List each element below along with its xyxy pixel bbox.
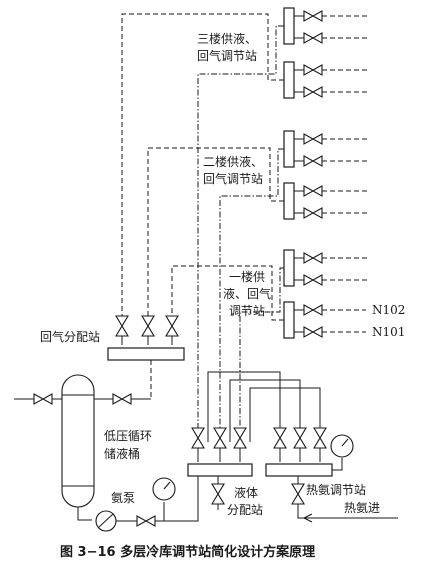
floor-valves [303, 10, 323, 338]
floor-1-station-label-line3: 调节站 [229, 304, 265, 318]
floor-2-supply-header [283, 130, 295, 168]
vessel-label-line1: 低压循环 [104, 429, 152, 443]
return-gas-header [107, 347, 185, 361]
floor-1-station [283, 249, 295, 339]
valve-icon [303, 133, 323, 145]
floor-3-return-header [283, 61, 295, 99]
floor-3-station-label-line1: 三楼供液、 [197, 31, 257, 46]
valve-icon [303, 207, 323, 219]
valve-icon [141, 315, 155, 337]
liquid-station-label-line1: 液体 [234, 485, 258, 500]
valve-icon [136, 515, 156, 527]
return-gas-distribution-station [107, 315, 185, 361]
hot-gas-lines [207, 371, 321, 442]
hot-gas-header [265, 463, 333, 477]
valve-icon [303, 64, 323, 76]
floor-1-return-header [283, 301, 295, 339]
floor-2-return-header [283, 182, 295, 220]
floor-1-station-label-line2: 液、回气 [223, 286, 271, 301]
room-outlet-lines [322, 15, 370, 333]
liquid-distribution-station [187, 427, 253, 510]
ammonia-pump [95, 476, 199, 532]
liquid-supply-lines [197, 25, 284, 440]
return-gas-lines [121, 13, 284, 400]
liquid-station-label-line2: 分配站 [227, 503, 263, 517]
floor-3-station [283, 7, 295, 99]
valve-icon [33, 393, 53, 405]
liquid-header [187, 463, 253, 477]
floor-2-station-label-line2: 回气调节站 [203, 171, 263, 186]
valve-icon [303, 326, 323, 338]
low-pressure-receiver [14, 374, 151, 521]
valve-icon [233, 427, 247, 449]
valve-icon [112, 393, 132, 405]
valve-icon [191, 427, 205, 449]
valve-icon [211, 483, 225, 505]
valve-icon [165, 315, 179, 337]
hot-gas-station [265, 427, 398, 523]
pump-label: 氨泵 [111, 491, 135, 505]
hot-gas-inlet-label: 热氨进 [344, 501, 380, 515]
figure-caption: 图 3−16 多层冷库调节站简化设计方案原理 [60, 544, 315, 560]
vessel-label-line2: 储液桶 [104, 446, 140, 461]
return-header-label: 回气分配站 [40, 329, 100, 344]
valve-icon [313, 427, 327, 449]
floor-2-station [283, 130, 295, 220]
valve-icon [303, 304, 323, 316]
valve-icon [293, 427, 307, 449]
valve-icon [213, 427, 227, 449]
valve-icon [273, 427, 287, 449]
floor-2-station-label-line1: 二楼供液、 [203, 154, 263, 169]
valve-icon [303, 32, 323, 44]
valve-icon [303, 86, 323, 98]
floor-3-station-label-line2: 回气调节站 [197, 48, 257, 63]
n101-label: N101 [372, 325, 405, 339]
valve-icon [303, 155, 323, 167]
floor-3-supply-header [283, 7, 295, 45]
hot-gas-station-label: 热氨调节站 [306, 483, 366, 497]
valve-icon [303, 185, 323, 197]
valve-icon [303, 274, 323, 286]
valve-icon [291, 483, 305, 505]
n102-label: N102 [372, 303, 405, 317]
branch-lines [294, 15, 304, 333]
valve-icon [303, 252, 323, 264]
valve-icon [303, 10, 323, 22]
floor-1-supply-header [283, 249, 295, 287]
floor-1-station-label-line1: 一楼供 [229, 269, 265, 284]
valve-icon [115, 315, 129, 337]
